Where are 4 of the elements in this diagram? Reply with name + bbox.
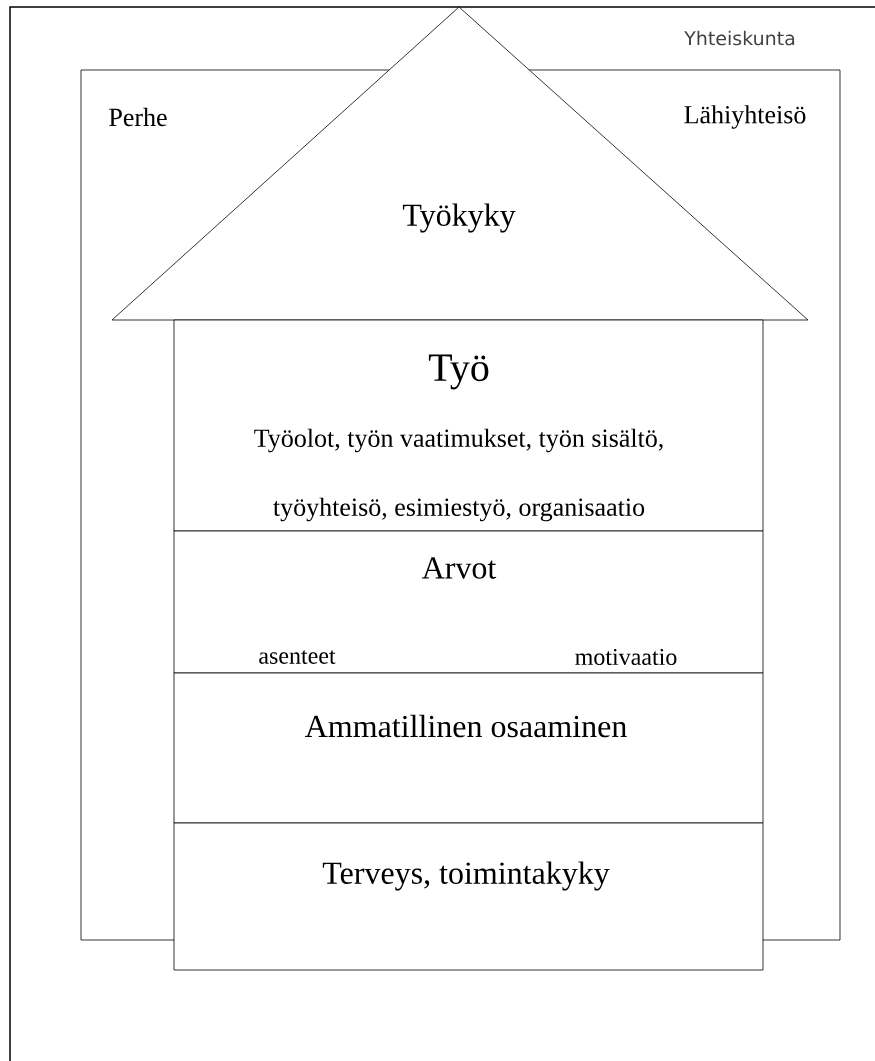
layer-box: Työ Työolot, työn vaatimukset, työn sisältö, työyhteisö, esimiestyö, organisaatio — [173, 319, 764, 532]
layer-box: Arvot asenteet motivaatio — [173, 530, 764, 674]
layer-box: Terveys, toimintakyky — [173, 822, 764, 971]
layer-box: Ammatillinen osaaminen — [173, 672, 764, 824]
